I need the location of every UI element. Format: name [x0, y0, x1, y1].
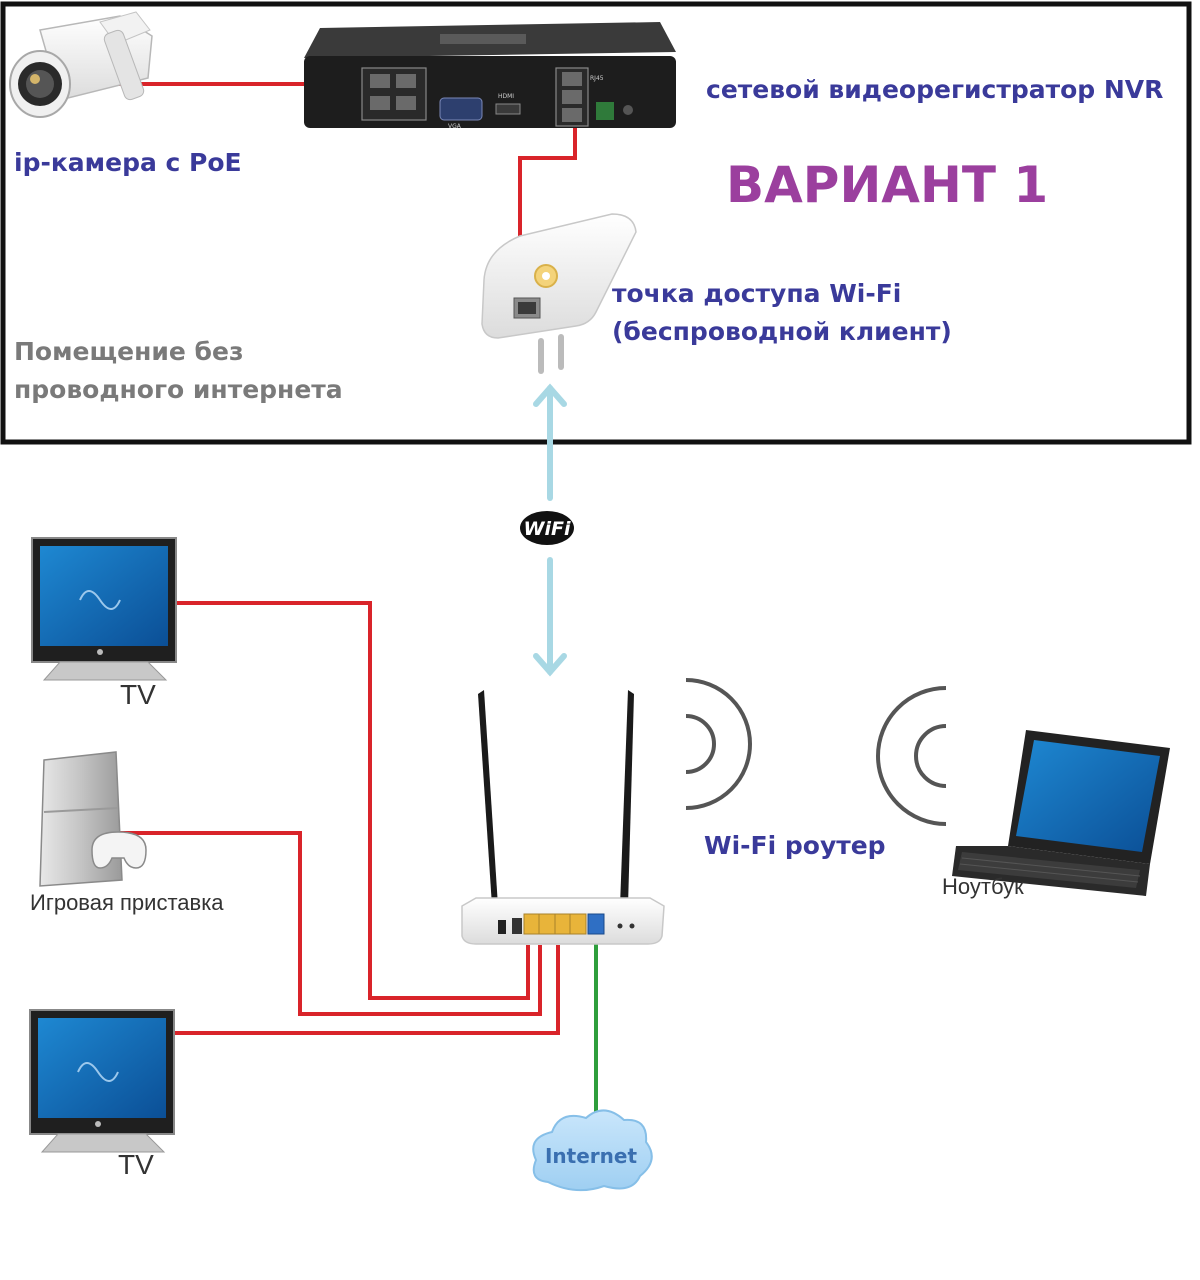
svg-text:VGA: VGA	[448, 123, 462, 130]
console-label: Игровая приставка	[30, 890, 224, 915]
tv-icon	[29, 1009, 175, 1153]
svg-text:HDMI: HDMI	[498, 93, 514, 100]
tv-icon	[31, 537, 177, 681]
laptop-wifi-waves-icon	[876, 686, 947, 826]
tv-top-router-cable	[168, 601, 530, 1000]
ip-camera-icon	[9, 11, 153, 118]
internet-cloud-icon	[532, 1109, 653, 1192]
variant-title: ВАРИАНТ 1	[726, 156, 1048, 214]
wifi-badge-label: WiFi	[524, 518, 571, 540]
tv-bottom-label: TV	[118, 1149, 154, 1180]
internet-label: Internet	[545, 1144, 637, 1168]
laptop-icon	[952, 730, 1170, 896]
wifi-link	[533, 383, 567, 677]
wifi-logo-icon: WiFi	[520, 511, 574, 545]
tv-bottom-router-cable	[168, 945, 560, 1035]
room-label-line1: Помещение без	[14, 337, 243, 366]
router-label: Wi-Fi роутер	[704, 831, 886, 860]
laptop-label: Ноутбук	[942, 874, 1024, 899]
svg-text:RJ45: RJ45	[590, 75, 604, 82]
access-point-label-line1: точка доступа Wi-Fi	[612, 279, 901, 308]
nvr-label: сетевой видеорегистратор NVR	[706, 75, 1163, 104]
access-point-label-line2: (беспроводной клиент)	[612, 317, 952, 346]
nvr-access-point-cable	[518, 100, 577, 306]
game-console-icon	[39, 751, 147, 887]
tv-top-label: TV	[120, 679, 156, 710]
router-wifi-waves-icon	[685, 678, 752, 810]
wifi-access-point-icon	[481, 213, 637, 374]
ip-camera-label: ip-камера с PoE	[14, 148, 242, 177]
wifi-router-icon	[461, 690, 665, 945]
room-label-line2: проводного интернета	[14, 375, 343, 404]
console-router-cable	[112, 831, 542, 1016]
room-frame	[0, 1, 1192, 445]
nvr-icon: VGA HDMI RJ45	[304, 22, 676, 130]
